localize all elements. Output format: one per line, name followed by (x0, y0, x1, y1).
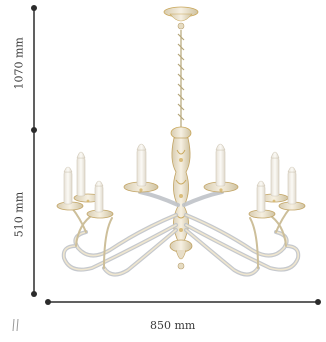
vertical-dimension-line (31, 5, 37, 297)
central-column (169, 126, 193, 270)
horizontal-dimension-line (45, 299, 321, 305)
ceiling-canopy (163, 6, 199, 30)
chain (177, 30, 185, 130)
double-slash-icon (12, 318, 19, 332)
candle-bulbs (63, 143, 297, 213)
scroll-arms (61, 187, 301, 277)
height-bottom-label: 510 mm (12, 191, 26, 238)
width-label: 850 mm (150, 319, 196, 332)
gilded-accents (86, 158, 276, 232)
height-top-label: 1070 mm (12, 37, 26, 90)
